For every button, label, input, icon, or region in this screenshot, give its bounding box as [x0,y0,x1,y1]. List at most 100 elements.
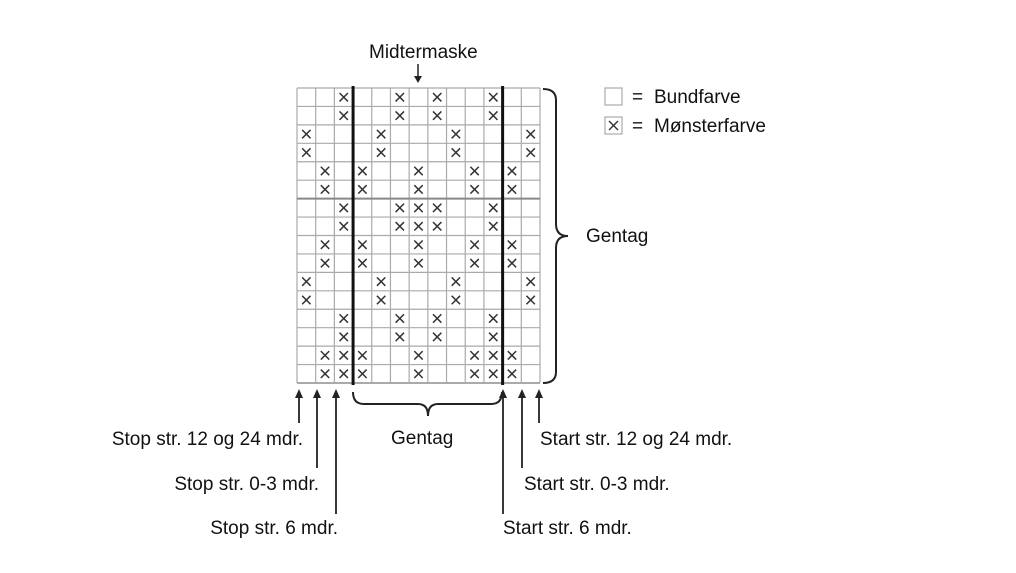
midtermaske-arrow [414,64,422,83]
stitch-x-icon [469,350,480,361]
stitch-x-icon [376,295,386,305]
midtermaske-label: Midtermaske [369,42,478,63]
repeat-horizontal-label: Gentag [391,428,454,449]
knitting-grid [296,86,541,385]
stitch-x-icon [488,313,498,324]
stitch-x-icon [525,295,536,305]
stitch-x-icon [320,166,330,176]
legend-eq-2: = [632,116,644,137]
stitch-x-icon [507,258,517,268]
stitch-x-icon [376,147,386,158]
stop-label-12-24: Stop str. 12 og 24 mdr. [111,429,303,450]
stitch-x-icon [301,276,312,287]
stitch-x-icon [395,221,405,232]
stop-label-0-3: Stop str. 0-3 mdr. [174,474,319,495]
stitch-x-icon [357,239,368,250]
stitch-x-icon [507,350,517,361]
stitch-x-icon [525,147,536,158]
stitch-x-icon [525,129,536,139]
stitch-x-icon [488,332,498,342]
stitch-x-icon [451,295,461,305]
arrow-up-icon-start-6 [499,389,507,514]
stitch-x-icon [339,221,349,232]
stitch-x-icon [432,92,442,102]
stitch-x-icon [413,258,424,268]
stitch-x-icon [357,166,368,176]
right-repeat-brace [542,88,569,384]
arrow-up-icon-stop-0-3 [313,389,321,468]
bottom-repeat-brace [352,391,503,417]
stitch-x-icon [320,239,330,250]
stitch-x-icon [488,110,498,121]
stitch-x-icon [339,203,349,213]
stitch-x-icon [395,110,405,121]
stitch-x-icon [451,147,461,158]
stop-label-6: Stop str. 6 mdr. [210,518,338,539]
stitch-x-icon [432,313,442,324]
stitch-x-icon [395,332,405,342]
start-label-6: Start str. 6 mdr. [503,518,632,539]
stitch-x-icon [488,369,498,379]
legend-monsterfarve: Mønsterfarve [654,116,766,137]
stitch-x-icon [432,221,442,232]
stitch-x-icon [376,276,386,287]
arrow-up-icon-start-0-3 [518,389,526,468]
stitch-x-icon [488,203,498,213]
stitch-x-icon [339,332,349,342]
stitch-x-icon [469,239,480,250]
stitch-x-icon [507,239,517,250]
stitch-x-icon [413,369,424,379]
stitch-x-icon [339,313,349,324]
stitch-x-icon [507,184,517,195]
stitch-x-icon [301,295,312,305]
stitch-x-icon [488,221,498,232]
stitch-x-icon [357,350,368,361]
stitch-x-icon [301,147,312,158]
stitch-x-icon [357,369,368,379]
stitch-x-icon [413,350,424,361]
stitch-x-icon [395,203,405,213]
stitch-x-icon [469,369,480,379]
stitch-x-icon [339,92,349,102]
stitch-x-icon [413,184,424,195]
stitch-x-icon [525,276,536,287]
stitch-x-icon [320,258,330,268]
legend-eq-1: = [632,87,644,108]
legend-x-icon [608,120,619,131]
stitch-x-icon [507,166,517,176]
legend-empty-box [604,87,623,106]
stitch-x-icon [301,129,312,139]
repeat-vertical-label: Gentag [586,226,649,247]
start-label-0-3: Start str. 0-3 mdr. [524,474,670,495]
stitch-x-icon [413,166,424,176]
stitch-x-icon [320,369,330,379]
stitch-x-icon [395,313,405,324]
stitch-x-icon [339,110,349,121]
stitch-x-icon [413,221,424,232]
stitch-x-icon [507,369,517,379]
stitch-x-icon [320,350,330,361]
stitch-x-icon [376,129,386,139]
stitch-x-icon [469,166,480,176]
stitch-x-icon [339,369,349,379]
arrow-up-icon-start-12-24 [535,389,543,423]
stitch-x-icon [413,203,424,213]
stitch-x-icon [451,276,461,287]
stitch-x-icon [451,129,461,139]
stitch-x-icon [488,350,498,361]
stitch-x-icon [320,184,330,195]
arrow-up-icon-stop-6 [332,389,340,514]
stitch-x-icon [432,332,442,342]
start-label-12-24: Start str. 12 og 24 mdr. [540,429,733,450]
stitch-x-icon [395,92,405,102]
stitch-x-icon [469,184,480,195]
stitch-x-icon [357,184,368,195]
stitch-x-icon [432,203,442,213]
stitch-x-icon [488,92,498,102]
stitch-x-icon [357,258,368,268]
legend-bundfarve: Bundfarve [654,87,741,108]
stitch-x-icon [469,258,480,268]
stitch-x-icon [413,239,424,250]
arrow-up-icon-stop-12-24 [295,389,303,423]
